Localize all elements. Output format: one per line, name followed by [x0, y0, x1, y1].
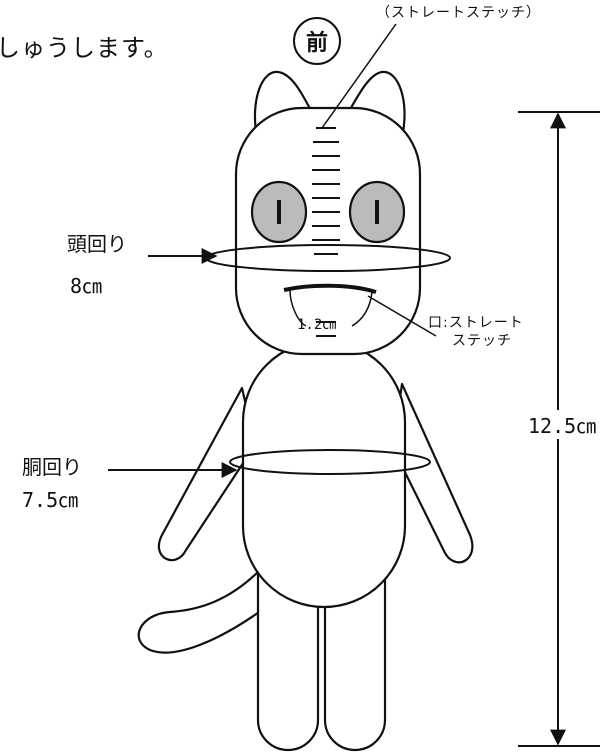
mouth	[283, 283, 377, 294]
instruction-heading: しゅうします。	[0, 34, 169, 62]
mouth-label-line2: ステッチ	[452, 333, 512, 349]
front-label: 前	[293, 17, 341, 65]
eyes	[250, 180, 406, 244]
mouth-width-value: 1.2㎝	[297, 317, 337, 333]
head-circumference-label: 頭回り	[67, 232, 127, 256]
right-arm	[391, 382, 474, 564]
face-stitches	[312, 127, 340, 337]
body-circumference-label: 胴回り	[22, 455, 82, 479]
mouth-label-line1: 口:ストレート	[428, 315, 524, 331]
head-circumference-value: 8㎝	[70, 274, 103, 298]
body-circumference-value: 7.5㎝	[22, 488, 79, 512]
stitch-note: （ストレートステッチ）	[376, 5, 541, 21]
tail	[137, 568, 264, 654]
left-arm	[157, 386, 257, 562]
total-height-value: 12.5㎝	[526, 410, 599, 439]
